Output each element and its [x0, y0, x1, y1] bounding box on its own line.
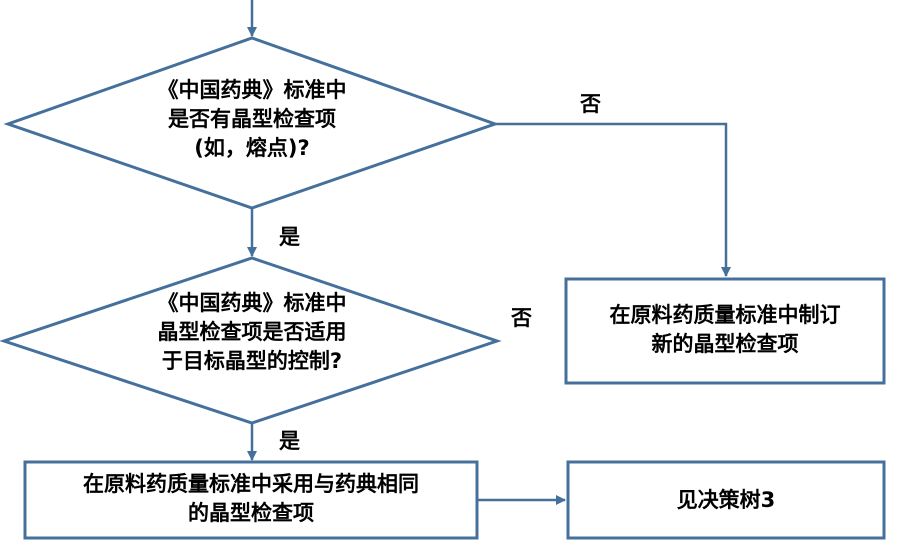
box-adopt-line-2: 的晶型检查项	[188, 501, 314, 525]
decision2-line-1: 《中国药典》标准中	[157, 291, 347, 315]
box-new-standard	[564, 277, 886, 385]
label-no-2: 否	[511, 306, 532, 330]
decision1-line-2: 是否有晶型检查项	[168, 107, 336, 131]
box-new-standard-line-1: 在原料药质量标准中制订	[609, 303, 841, 327]
arrow-decision1-no	[495, 122, 731, 277]
box-see-tree	[566, 460, 886, 540]
box-new-standard-text: 在原料药质量标准中制订 新的晶型检查项	[566, 301, 884, 359]
decision2-line-3: 于目标晶型的控制?	[161, 349, 343, 373]
box-see-tree-text: 见决策树3	[676, 488, 776, 512]
box-adopt-line-1: 在原料药质量标准中采用与药典相同	[83, 472, 419, 496]
box-adopt-text: 在原料药质量标准中采用与药典相同 的晶型检查项	[25, 470, 477, 528]
label-yes-2: 是	[279, 429, 300, 453]
box-adopt	[23, 460, 479, 540]
decision1-line-1: 《中国药典》标准中	[157, 78, 347, 102]
decision1-line-3: (如，熔点)?	[194, 136, 310, 160]
decision2-line-2: 晶型检查项是否适用	[157, 320, 347, 344]
label-yes-1: 是	[279, 225, 300, 249]
decision1-text: 《中国药典》标准中 是否有晶型检查项 (如，熔点)?	[102, 76, 402, 163]
box-new-standard-line-2: 新的晶型检查项	[651, 332, 799, 356]
decision2-text: 《中国药典》标准中 晶型检查项是否适用 于目标晶型的控制?	[102, 289, 402, 376]
label-no-1: 否	[580, 92, 601, 116]
